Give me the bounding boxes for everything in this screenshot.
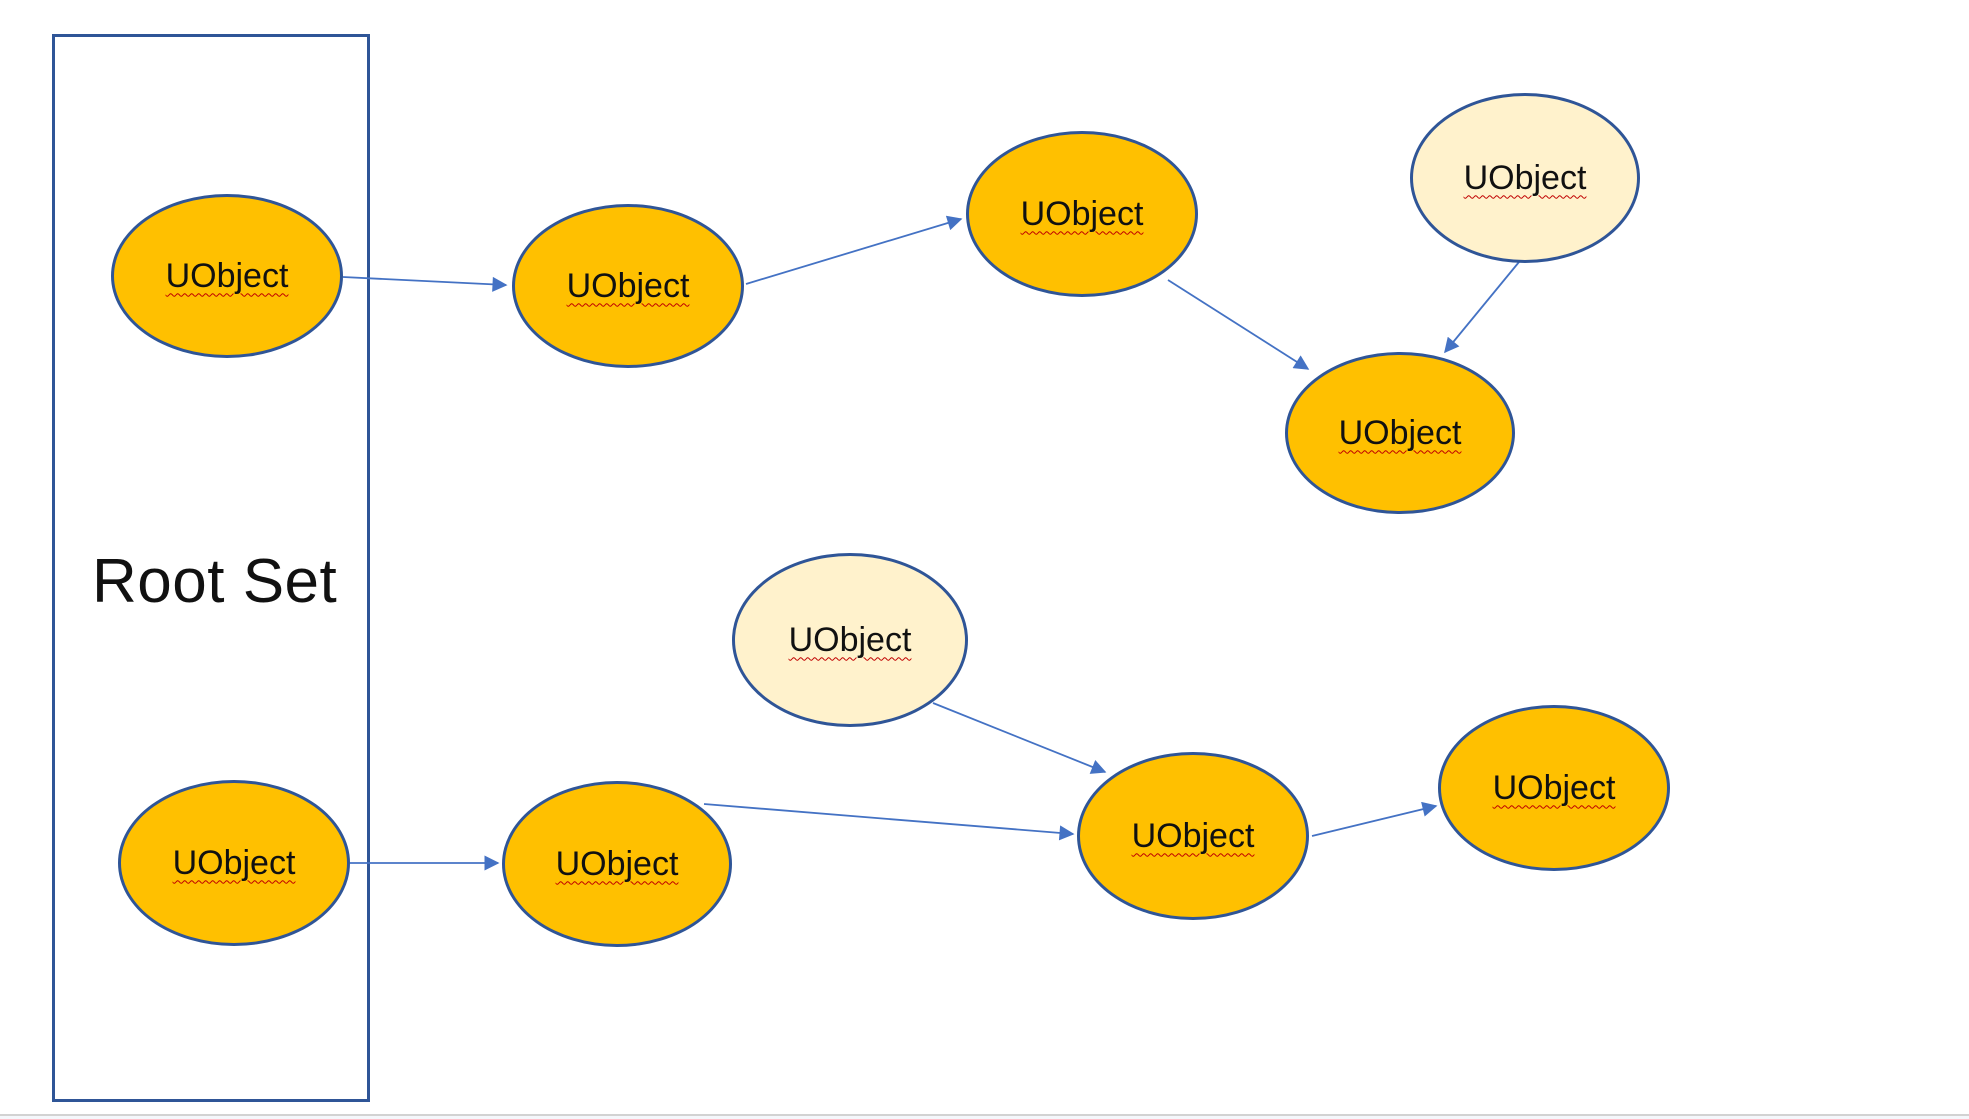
edge-chain2-b-to-chain2-c	[1311, 801, 1438, 837]
node-label: UObject	[1131, 816, 1255, 855]
node-chain2-c: UObject	[1438, 705, 1670, 871]
node-label: UObject	[1463, 158, 1587, 197]
node-label: UObject	[1492, 768, 1616, 807]
edge-chain2-a-to-chain2-b	[703, 803, 1075, 841]
node-label: UObject	[788, 620, 912, 659]
edge-orphan-top-to-chain1-c	[1444, 261, 1520, 354]
root-set-box	[52, 34, 370, 1102]
node-label: UObject	[165, 256, 289, 295]
node-label: UObject	[172, 843, 296, 882]
node-orphan-top: UObject	[1410, 93, 1640, 263]
edge-chain1-a-to-chain1-b	[745, 215, 963, 285]
node-chain2-a: UObject	[502, 781, 732, 947]
edge-orphan-mid-to-chain2-b	[932, 702, 1107, 774]
node-label: UObject	[1338, 413, 1462, 452]
bottom-strip	[0, 1116, 1969, 1119]
node-chain2-b: UObject	[1077, 752, 1309, 920]
node-label: UObject	[555, 844, 679, 883]
node-label: UObject	[566, 266, 690, 305]
node-label: UObject	[1020, 194, 1144, 233]
node-root-bottom: UObject	[118, 780, 350, 946]
node-chain1-a: UObject	[512, 204, 744, 368]
node-chain1-c: UObject	[1285, 352, 1515, 514]
root-set-label: Root Set	[92, 547, 338, 616]
node-chain1-b: UObject	[966, 131, 1198, 297]
edge-chain1-b-to-chain1-c	[1167, 279, 1310, 370]
node-orphan-mid: UObject	[732, 553, 968, 727]
node-root-top: UObject	[111, 194, 343, 358]
bottom-divider-line	[0, 1114, 1969, 1116]
